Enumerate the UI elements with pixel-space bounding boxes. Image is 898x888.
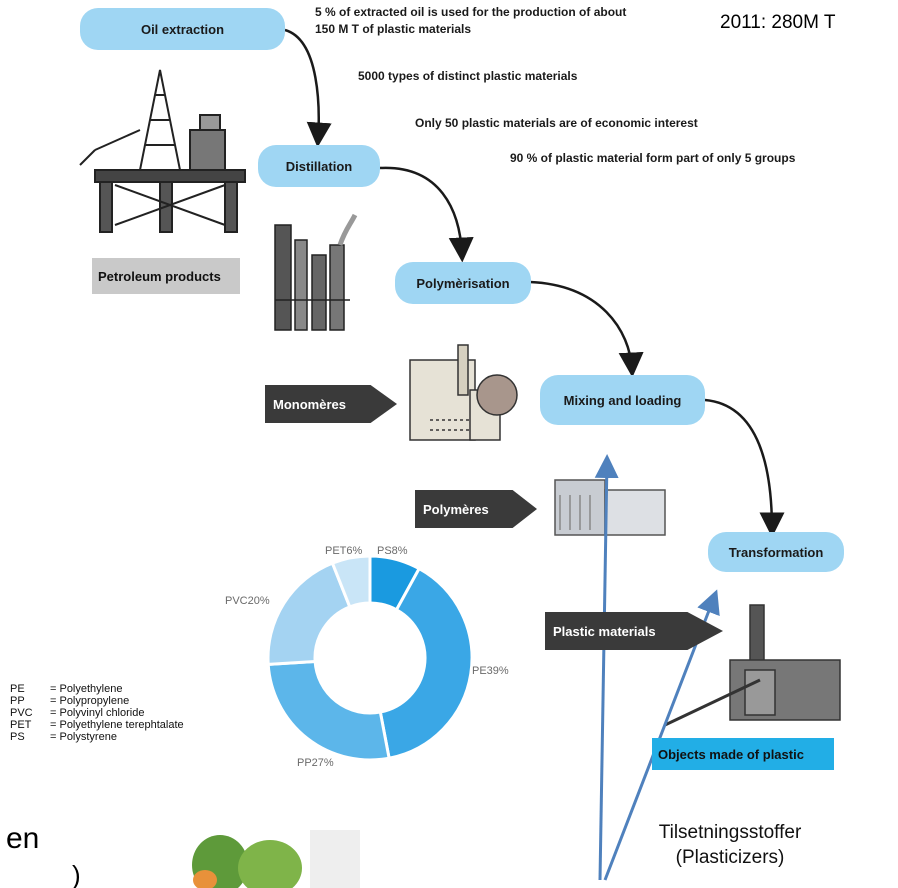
legend-abbr: PP: [10, 695, 25, 707]
legend-abbr: PET: [10, 719, 32, 731]
legend-name: = Polyvinyl chloride: [50, 707, 145, 719]
flow-arrow-1: [284, 28, 332, 148]
node-mixing-and-loading: Mixing and loading: [540, 375, 705, 425]
flow-arrow-4: [704, 398, 785, 538]
fact-five-groups: 90 % of plastic material form part of on…: [510, 151, 796, 165]
label-objects-made-of-plastic: Objects made of plastic: [652, 738, 834, 770]
legend-abbr: PE: [10, 683, 25, 695]
fact-economic-interest: Only 50 plastic materials are of economi…: [415, 116, 698, 130]
fact-types: 5000 types of distinct plastic materials: [358, 69, 578, 83]
legend-row: PP = Polypropylene: [10, 695, 184, 707]
legend-name: = Polystyrene: [50, 731, 117, 743]
cropped-text-en: en: [6, 822, 40, 855]
legend-name: = Polypropylene: [50, 695, 130, 707]
plant-building-icon: [554, 479, 666, 536]
vegetables-bag-icon: [192, 830, 360, 888]
donut-slice-pp: [266, 659, 391, 762]
plastic-share-donut: [266, 554, 474, 762]
pie-label-pet: PET6%: [325, 545, 363, 557]
donut-slice-pet: [330, 554, 372, 609]
cropped-text-paren: ): [72, 860, 81, 888]
legend: PE = Polyethylene PP = Polypropylene PVC = …: [10, 683, 184, 743]
legend-name: = Polyethylene terephtalate: [50, 719, 184, 731]
node-oil-extraction: Oil extraction: [80, 8, 285, 50]
donut-slice-pe: [378, 566, 474, 760]
additives-arrow-mixing: [594, 454, 619, 881]
oil-rig-icon: [79, 69, 246, 233]
distillation-towers-icon: [274, 213, 358, 331]
smokestack-factory-icon: [664, 604, 841, 727]
pie-label-ps: PS8%: [377, 545, 408, 557]
label-petroleum-products: Petroleum products: [92, 258, 240, 294]
legend-row: PE = Polyethylene: [10, 683, 184, 695]
legend-row: PET = Polyethylene terephtalate: [10, 719, 184, 731]
fact-extraction-share: 5 % of extracted oil is used for the pro…: [315, 4, 626, 38]
legend-abbr: PVC: [10, 707, 33, 719]
annotation-line-2: (Plasticizers): [675, 847, 785, 868]
flow-arrow-3: [529, 280, 644, 378]
factory-icon: [409, 344, 518, 441]
legend-abbr: PS: [10, 731, 25, 743]
node-distillation: Distillation: [258, 145, 380, 187]
label-polymeres: Polymères: [415, 490, 537, 528]
pie-label-pp: PP27%: [297, 757, 334, 769]
legend-name: = Polyethylene: [50, 683, 123, 695]
pie-label-pvc: PVC20%: [225, 595, 270, 607]
legend-row: PVC = Polyvinyl chloride: [10, 707, 184, 719]
node-polymerisation: Polymèrisation: [395, 262, 531, 304]
fact-line-2: 150 M T of plastic materials: [315, 22, 472, 36]
annotation-line-1: Tilsetningsstoffer: [658, 822, 802, 843]
fact-year-2011: 2011: 280M T: [720, 12, 836, 33]
flow-arrow-2: [379, 166, 474, 263]
node-transformation: Transformation: [708, 532, 844, 572]
label-monomeres: Monomères: [265, 385, 397, 423]
label-plastic-materials: Plastic materials: [545, 612, 723, 650]
additives-annotation: Tilsetningsstoffer (Plasticizers): [610, 820, 850, 870]
pie-label-pe: PE39%: [472, 665, 509, 677]
fact-line-1: 5 % of extracted oil is used for the pro…: [315, 5, 627, 19]
legend-row: PS = Polystyrene: [10, 731, 184, 743]
